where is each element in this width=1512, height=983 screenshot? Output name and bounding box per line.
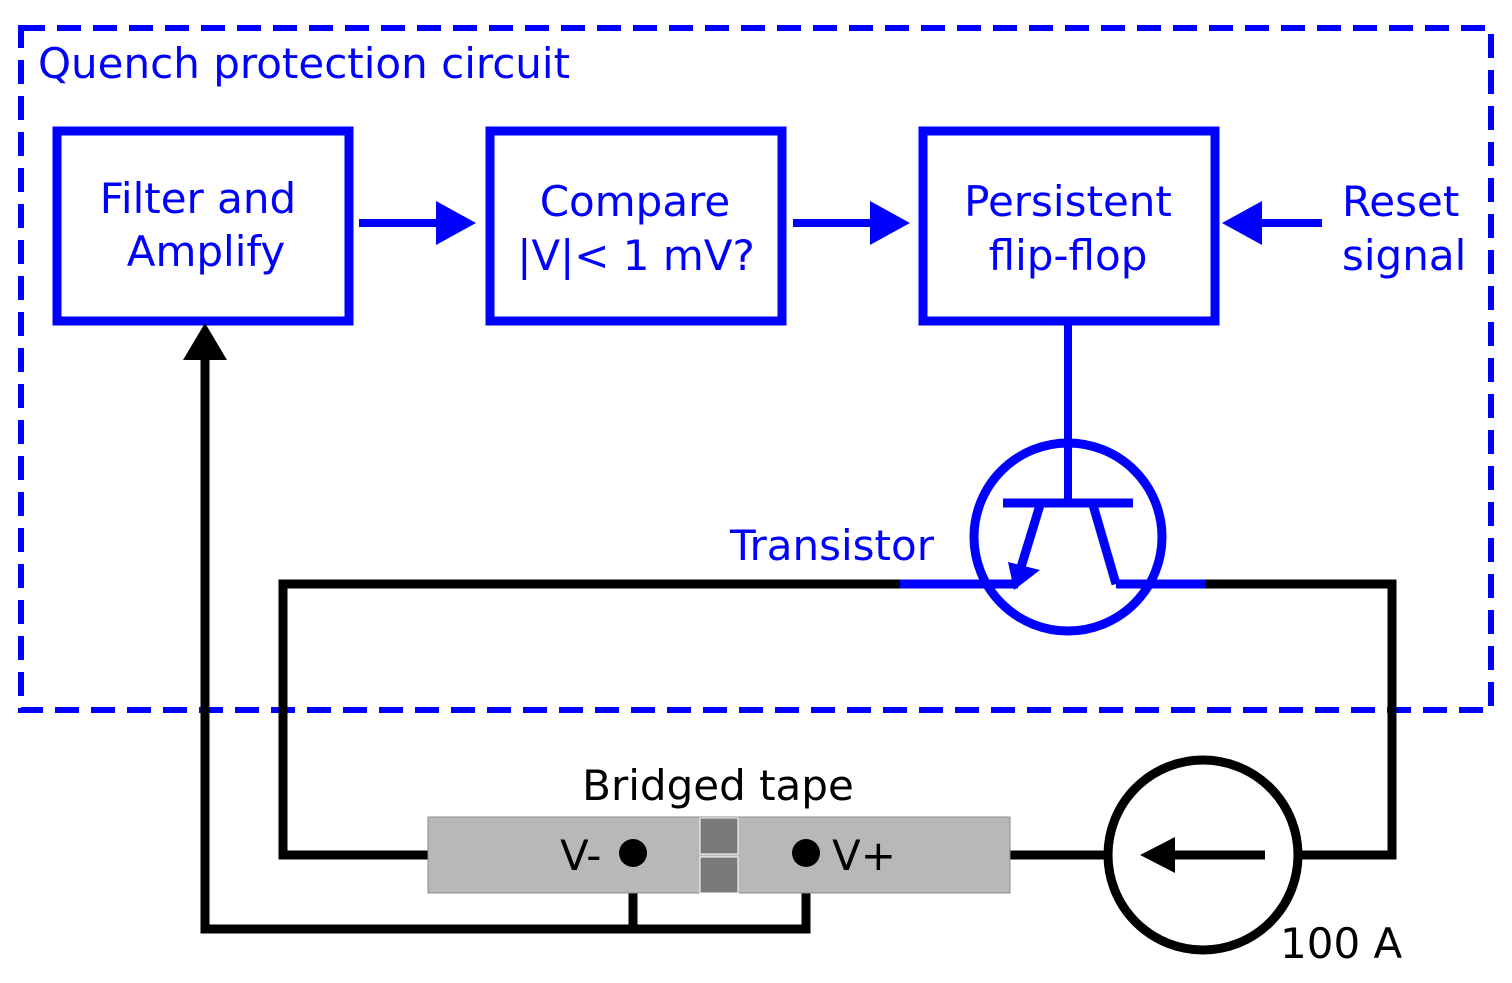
power-loop — [278, 579, 1397, 860]
bridged-tape — [427, 816, 1011, 894]
flipflop-block-line2: flip-flop — [989, 231, 1148, 280]
current-source — [1103, 755, 1303, 955]
filter-amplify-block: Filter and Amplify — [52, 126, 354, 326]
transistor-symbol — [900, 438, 1205, 636]
reset-label-line2: signal — [1342, 231, 1466, 280]
flipflop-block: Persistent flip-flop — [918, 126, 1220, 326]
filter-block-line2: Amplify — [127, 227, 286, 276]
compare-block-line1: Compare — [540, 177, 731, 226]
flipflop-block-line1: Persistent — [964, 177, 1172, 226]
vminus-terminal — [619, 839, 647, 867]
vplus-terminal — [792, 839, 820, 867]
bridge-bottom — [699, 856, 739, 894]
vminus-label: V- — [560, 831, 601, 880]
arrow-reset-to-flipflop — [1222, 201, 1322, 245]
arrow-filter-to-compare — [359, 201, 476, 245]
filter-block-line1: Filter and — [100, 174, 296, 223]
vplus-label: V+ — [832, 831, 896, 880]
arrow-compare-to-flipflop — [793, 201, 910, 245]
bridge-top — [699, 817, 739, 855]
current-arrow-icon — [1140, 837, 1175, 873]
region-title: Quench protection circuit — [38, 39, 570, 88]
compare-block: Compare |V|< 1 mV? — [485, 126, 787, 326]
transistor-label: Transistor — [729, 521, 935, 570]
compare-block-line2: |V|< 1 mV? — [517, 231, 755, 280]
reset-label-line1: Reset — [1342, 177, 1459, 226]
tape-label: Bridged tape — [582, 761, 854, 810]
source-label: 100 A — [1280, 919, 1403, 968]
sense-arrowhead — [183, 323, 227, 360]
quench-protection-region — [18, 25, 1494, 713]
